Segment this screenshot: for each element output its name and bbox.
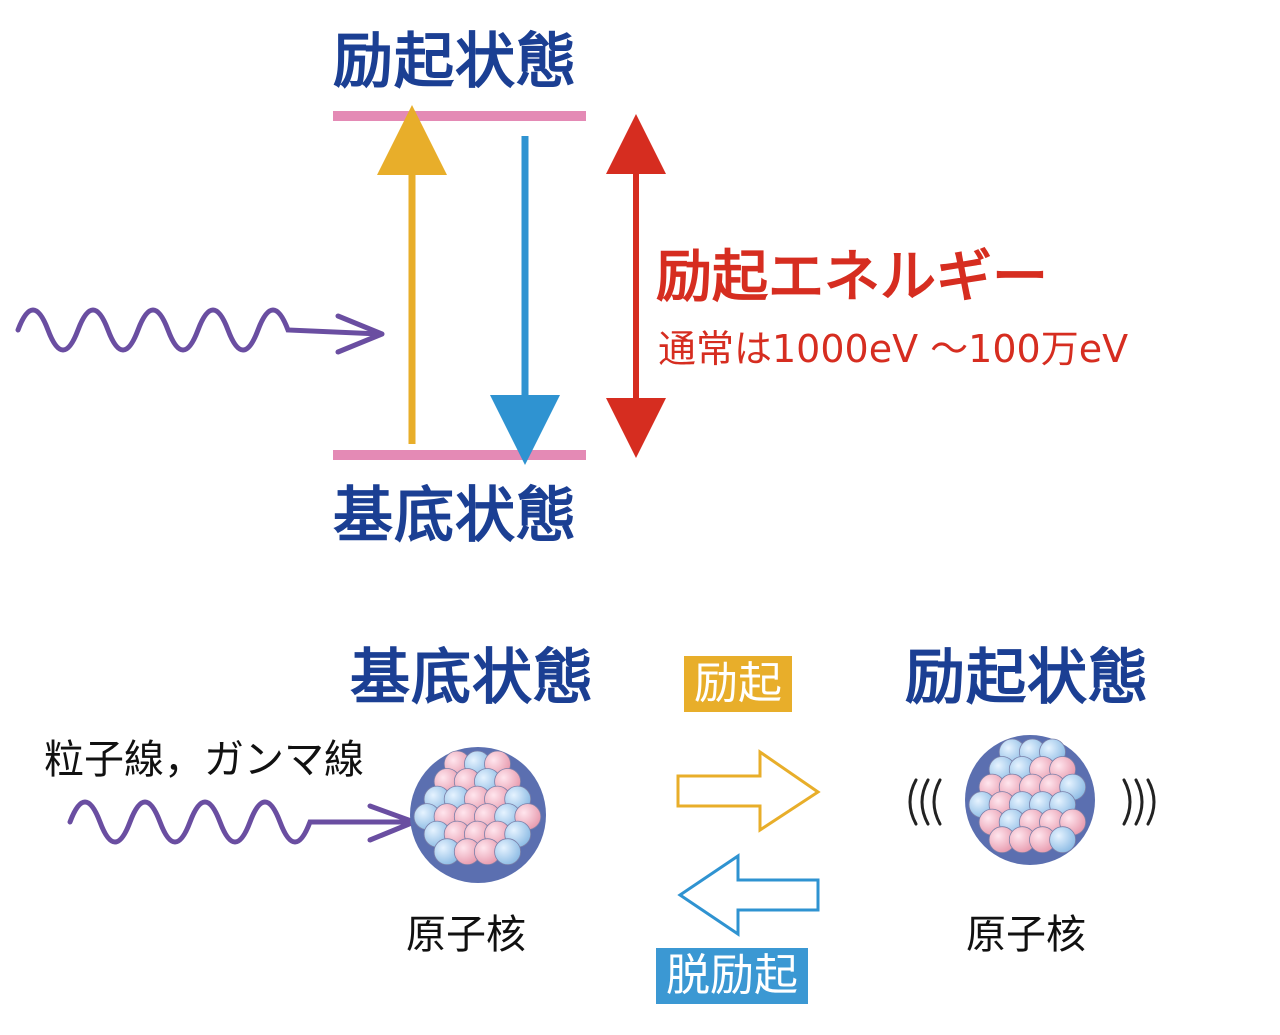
incoming-wave-top (15, 307, 383, 353)
deexcite-tag: 脱励起 (656, 948, 808, 1004)
vibration-marks-left (908, 778, 942, 826)
nucleus-left-label: 原子核 (406, 912, 526, 958)
vibration-marks-right (1122, 778, 1156, 826)
excited-state-label-top: 励起状態 (333, 27, 577, 97)
excitation-energy-range: 通常は1000eV ～100万eV (658, 327, 1129, 371)
nucleus-left (410, 747, 546, 883)
nucleus-right (965, 735, 1095, 865)
ground-state-label-top: 基底状態 (333, 481, 577, 551)
nucleon (494, 838, 522, 866)
excite-hollow-arrow (676, 749, 821, 833)
excitation-energy-title: 励起エネルギー (656, 245, 1048, 310)
excited-state-label-bottom: 励起状態 (905, 643, 1149, 713)
nucleon (1049, 826, 1076, 854)
excite-tag: 励起 (684, 656, 792, 712)
incoming-radiation-label: 粒子線，ガンマ線 (44, 737, 364, 783)
incoming-wave-bottom (67, 799, 415, 845)
deexcite-hollow-arrow (677, 853, 820, 937)
ground-state-label-bottom: 基底状態 (350, 643, 594, 713)
nucleus-right-label: 原子核 (966, 912, 1086, 958)
wave-arrowhead-top (335, 313, 385, 355)
